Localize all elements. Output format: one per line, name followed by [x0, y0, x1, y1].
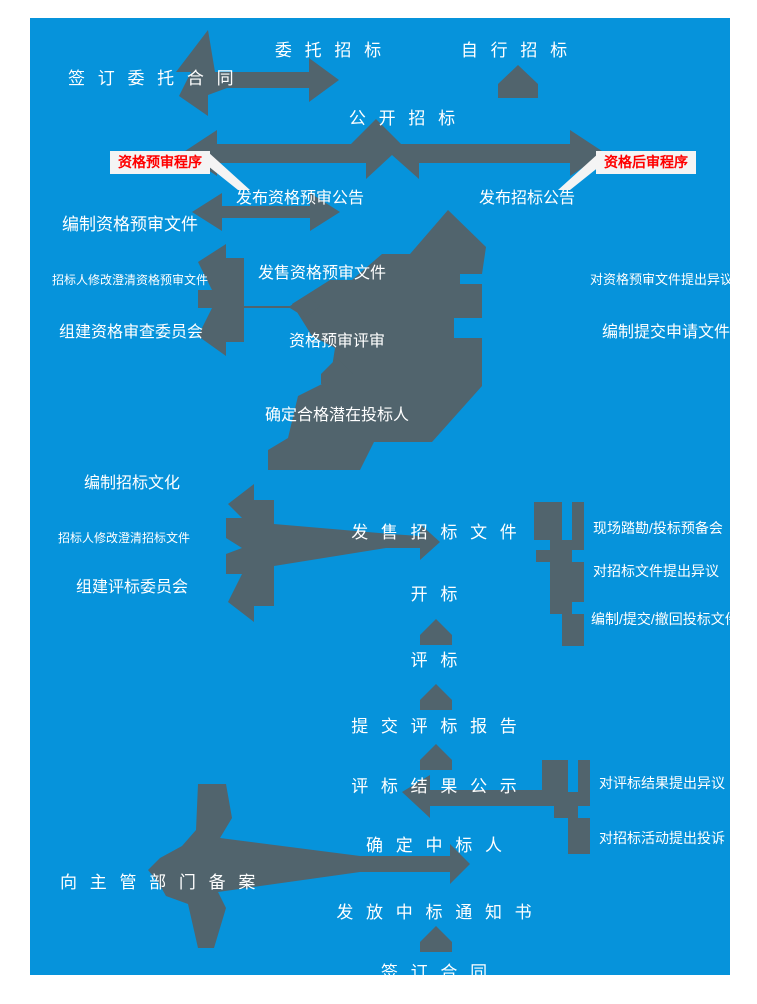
node-label-issue-award-notice: 发 放 中 标 通 知 书 [336, 903, 536, 922]
node-label-object-to-bidding-docs: 对招标文件提出异议 [593, 563, 719, 579]
arrow-open-bidding-split [182, 119, 605, 179]
arrow-prequalification-left-fork [198, 244, 320, 356]
node-label-entrusted-bidding: 委 托 招 标 [274, 41, 386, 60]
node-label-bid-opening: 开 标 [410, 585, 462, 604]
arrow-right-bar-evaluation [542, 760, 590, 854]
flowchart-canvas: 委 托 招 标 自 行 招 标签 订 委 托 合 同公 开 招 标发布资格预审公告… [30, 18, 730, 975]
arrow-left-funnel-award [148, 784, 470, 948]
node-label-determine-winning-bidder: 确 定 中 标 人 [366, 836, 506, 855]
node-label-publicize-evaluation-result: 评 标 结 果 公 示 [351, 777, 521, 796]
node-label-object-to-evaluation-result: 对评标结果提出异议 [599, 775, 725, 791]
node-label-prequalification-review: 资格预审评审 [288, 333, 386, 350]
node-label-sell-prequalification-docs: 发售资格预审文件 [257, 265, 387, 282]
node-label-form-evaluation-committee: 组建评标委员会 [76, 579, 189, 596]
node-label-publish-bidding-notice: 发布招标公告 [478, 190, 576, 207]
node-label-prepare-bidding-culture: 编制招标文化 [84, 475, 181, 492]
node-label-prepare-submit-application: 编制提交申请文件 [602, 324, 730, 341]
node-label-sign-entrustment-contract: 签 订 委 托 合 同 [68, 69, 238, 88]
node-label-bid-evaluation: 评 标 [410, 651, 462, 670]
callout-post-qualification-procedure: 资格后审程序 [596, 151, 696, 175]
arrow-submit-report-down [420, 744, 452, 770]
node-label-file-with-authority: 向 主 管 部 门 备 案 [60, 873, 260, 892]
node-label-sell-bidding-docs: 发 售 招 标 文 件 [351, 523, 521, 542]
node-label-site-survey-prebid-meeting: 现场踏勘/投标预备会 [593, 520, 723, 536]
arrow-award-notice-down [420, 926, 452, 952]
arrow-bid-evaluation-down [420, 684, 452, 710]
polygon-prequalification-flow [268, 210, 486, 470]
callout-pre-qualification-procedure: 资格预审程序 [110, 151, 210, 175]
arrow-bid-opening-down [420, 619, 452, 645]
node-label-determine-qualified-bidders: 确定合格潜在投标人 [264, 407, 410, 424]
arrow-self-bidding [498, 65, 538, 98]
callout-tail-right [558, 152, 600, 190]
arrow-left-funnel-bidding [226, 484, 440, 622]
arrow-prequalification-review-down [321, 358, 353, 384]
node-label-self-bidding: 自 行 招 标 [460, 41, 572, 60]
node-label-complain-about-bidding: 对招标活动提出投诉 [599, 830, 725, 846]
arrow-prepare-prequalification-docs [192, 193, 340, 231]
flowchart-connectors [148, 30, 605, 952]
node-label-prepare-submit-withdraw-bid: 编制/提交/撤回投标文件 [591, 611, 730, 627]
node-label-sign-contract: 签 订 合 同 [380, 963, 492, 975]
arrow-right-bar-bidding [534, 502, 584, 646]
arrow-entrusted-bidding [176, 30, 339, 116]
arrow-to-evaluation-bar [402, 775, 554, 818]
node-label-prepare-prequalification-docs: 编制资格预审文件 [62, 215, 198, 234]
node-label-form-qualification-committee: 组建资格审查委员会 [59, 324, 204, 341]
node-label-publish-prequalification-notice: 发布资格预审公告 [235, 190, 365, 207]
node-label-submit-evaluation-report: 提 交 评 标 报 告 [351, 717, 521, 736]
node-label-bidder-amend-clarify-docs: 招标人修改澄清招标文件 [58, 531, 191, 545]
node-label-object-to-prequalification-docs: 对资格预审文件提出异议 [590, 272, 730, 287]
node-label-bidder-amend-clarify-prequal: 招标人修改澄清资格预审文件 [52, 273, 209, 287]
node-label-open-bidding: 公 开 招 标 [348, 109, 460, 128]
callout-tail-left [208, 152, 250, 190]
